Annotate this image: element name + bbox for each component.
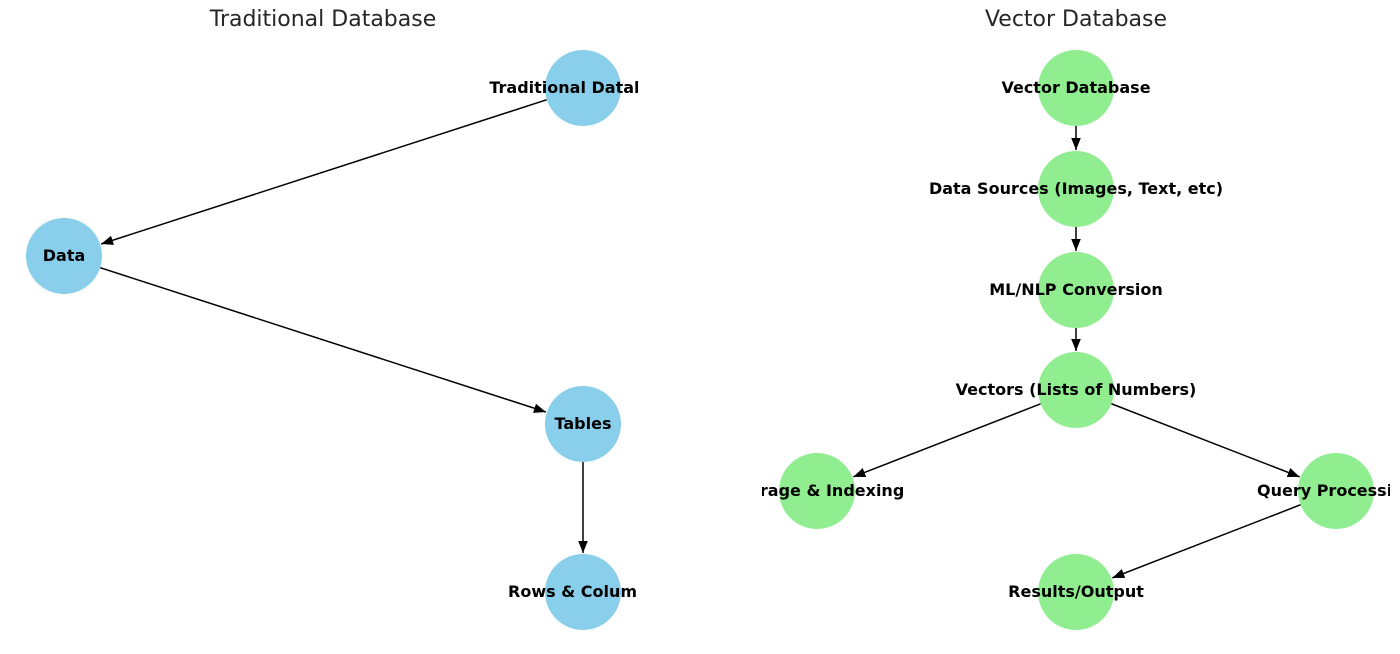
traditional-edge-db-to-data (100, 98, 548, 245)
traditional-node-rows: Rows & Columns (508, 554, 658, 630)
vector-node-circle-vectors (1038, 352, 1114, 428)
vector-node-label-db: Vector Database (1001, 78, 1150, 97)
vector-node-db: Vector Database (1001, 50, 1151, 126)
vector-node-circle-db (1038, 50, 1114, 126)
vector-node-label-vectors: Vectors (Lists of Numbers) (956, 380, 1197, 399)
traditional-node-label-data: Data (43, 246, 86, 265)
vector-edge-vectors-to-query (1111, 403, 1300, 478)
traditional-panel-title: Traditional Database (209, 7, 437, 32)
vector-node-vectors: Vectors (Lists of Numbers) (956, 352, 1197, 428)
traditional-node-circle-data (26, 218, 102, 294)
vector-node-label-conversion: ML/NLP Conversion (989, 280, 1163, 299)
vector-node-query: Query Processing (1257, 453, 1400, 529)
traditional-edges (99, 98, 588, 553)
vector-node-circle-storage (779, 453, 855, 529)
traditional-node-label-db: Traditional Database (489, 78, 676, 97)
vector-edges (853, 126, 1301, 579)
traditional-node-circle-tables (545, 386, 621, 462)
traditional-node-data: Data (26, 218, 102, 294)
vector-node-results: Results/Output (1008, 554, 1144, 630)
vector-edge-vectors-to-storage (853, 403, 1041, 478)
vector-node-label-results: Results/Output (1008, 582, 1144, 601)
traditional-node-circle-db (545, 50, 621, 126)
traditional-node-db: Traditional Database (489, 50, 676, 126)
traditional-node-label-tables: Tables (555, 414, 612, 433)
vector-node-circle-results (1038, 554, 1114, 630)
vector-node-conversion: ML/NLP Conversion (989, 252, 1163, 328)
vector-node-storage: Storage & Indexing (730, 453, 905, 529)
vector-node-circle-query (1298, 453, 1374, 529)
vector-node-circle-conversion (1038, 252, 1114, 328)
vector-node-sources: Data Sources (Images, Text, etc) (929, 151, 1223, 227)
vector-node-circle-sources (1038, 151, 1114, 227)
vector-node-label-query: Query Processing (1257, 481, 1400, 500)
vector-node-label-sources: Data Sources (Images, Text, etc) (929, 179, 1223, 198)
vector-node-label-storage: Storage & Indexing (730, 481, 905, 500)
traditional-node-label-rows: Rows & Columns (508, 582, 658, 601)
vector-panel-title: Vector Database (985, 7, 1167, 32)
traditional-node-tables: Tables (545, 386, 621, 462)
traditional-edge-data-to-tables (99, 266, 547, 413)
vector-edge-query-to-results (1112, 504, 1301, 579)
traditional-node-circle-rows (545, 554, 621, 630)
